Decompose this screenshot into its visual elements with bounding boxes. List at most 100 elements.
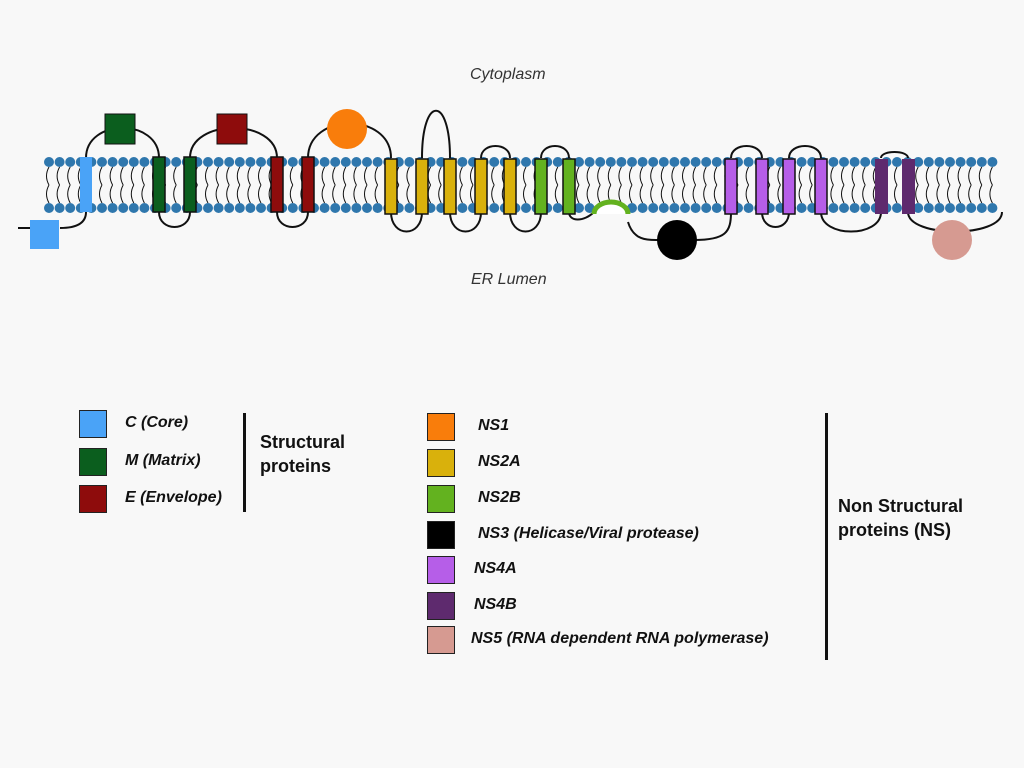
ns5-domain [932,220,972,260]
legend-label-ns2a: NS2A [478,453,521,470]
lipid-head-top [139,157,150,167]
lipid-tail-pair [470,166,474,204]
lipid-head-top [552,157,563,167]
lipid-tail-pair [205,166,209,204]
lipid-tail-pair [947,166,951,204]
lipid-tail-pair [56,166,61,204]
lipid-tail-pair [406,166,410,204]
chain-loop-cyto-5 [480,145,511,159]
lipid-head-bottom [213,203,224,213]
lipid-tail-pair [894,166,898,204]
ns2a-tm-segment-2 [415,158,429,215]
chain-loop-ns3-to-ns4a [693,211,732,241]
lipid-head-bottom [913,203,924,213]
lipid-tail-pair [321,166,326,204]
lipid-head-top [362,157,372,167]
lipid-head-top [404,157,415,167]
non-structural-group-label: Non Structural proteins (NS) [838,494,963,542]
lipid-head-top [595,157,606,167]
lipid-tail-pair [989,166,993,204]
chain-loop-cyto-8 [788,145,822,159]
chain-loop-lumen-3 [390,211,423,233]
structural-group-label-line-2: proteins [260,456,332,476]
lipid-head-top [234,157,245,167]
lipid-head-top [987,157,998,167]
legend-swatch-m-matrix [79,448,107,476]
lipid-head-top [934,157,945,167]
lipid-tail-pair [925,166,930,204]
lipid-head-bottom [701,203,712,213]
lipid-head-bottom [849,203,860,213]
lipid-head-top [860,157,871,167]
lipid-tail-pair [141,166,145,204]
lipid-head-top [319,157,330,167]
e-envelope-domain [216,113,248,145]
chain-loop-lumen-1 [158,211,191,228]
lipid-head-bottom [489,203,500,213]
lipid-head-top [669,157,680,167]
legend-swatch-ns4b [427,592,455,620]
m-matrix-domain [104,113,136,145]
lipid-tail-pair [703,166,707,204]
lipid-head-bottom [860,203,871,213]
lipid-tail-pair [226,166,230,204]
lipid-head-bottom [669,203,680,213]
lipid-head-top [351,157,362,167]
lipid-head-top [107,157,118,167]
lipid-head-top [44,157,54,167]
lipid-head-bottom [828,203,839,213]
lipid-head-bottom [743,203,754,213]
lipid-head-top [616,157,627,167]
ns3-domain [657,220,697,260]
lipid-tail-pair [459,166,463,204]
lipid-tail-pair [353,166,357,204]
ns4a-tm-segment-2 [755,158,769,215]
lipid-tail-pair [120,166,124,204]
lipid-head-top [913,157,924,167]
lipid-tail-pair [130,166,135,204]
lipid-head-top [637,157,648,167]
lipid-head-bottom [839,203,849,213]
lipid-head-bottom [118,203,129,213]
lipid-tail-pair [777,166,781,204]
lipid-head-top [372,157,383,167]
lipid-head-top [128,157,139,167]
lipid-head-bottom [552,203,563,213]
lipid-head-bottom [65,203,76,213]
lipid-tail-pair [258,166,262,204]
lipid-head-top [521,157,531,167]
lipid-head-top [171,157,182,167]
lipid-head-bottom [574,203,584,213]
lipid-tail-pair [915,166,919,204]
lipid-head-top [892,157,902,167]
lipid-head-top [701,157,712,167]
lipid-tail-pair [957,166,962,204]
lipid-tail-pair [215,166,220,204]
legend-label-e-envelope: E (Envelope) [125,489,222,506]
lipid-tail-pair [607,166,612,204]
lipid-head-bottom [457,203,468,213]
lipid-head-top [966,157,977,167]
lipid-head-bottom [404,203,415,213]
lipid-head-top [796,157,807,167]
lipid-head-bottom [319,203,330,213]
ns4a-tm-segment-4 [814,158,828,215]
lipid-head-bottom [203,203,213,213]
chain-loop-lumen-2 [276,211,309,228]
lipid-head-bottom [637,203,648,213]
cytoplasm-label: Cytoplasm [470,66,546,83]
ns2b-tm-segment-2 [562,158,576,215]
lipid-head-bottom [945,203,955,213]
lipid-head-top [680,157,690,167]
ns2a-tm-segment-1 [384,158,398,215]
legend-label-ns4a: NS4A [474,560,517,577]
transmembrane-segments [80,156,915,215]
legend-swatch-ns4a [427,556,455,584]
lipid-head-top [97,157,107,167]
c-core-domain [30,220,59,249]
lipid-head-top [118,157,129,167]
m-matrix-tm-segment-1 [152,156,166,213]
lipid-tail-pair [618,166,622,204]
ns2a-tm-segment-3 [443,158,457,215]
lipid-tail-pair [374,166,379,204]
